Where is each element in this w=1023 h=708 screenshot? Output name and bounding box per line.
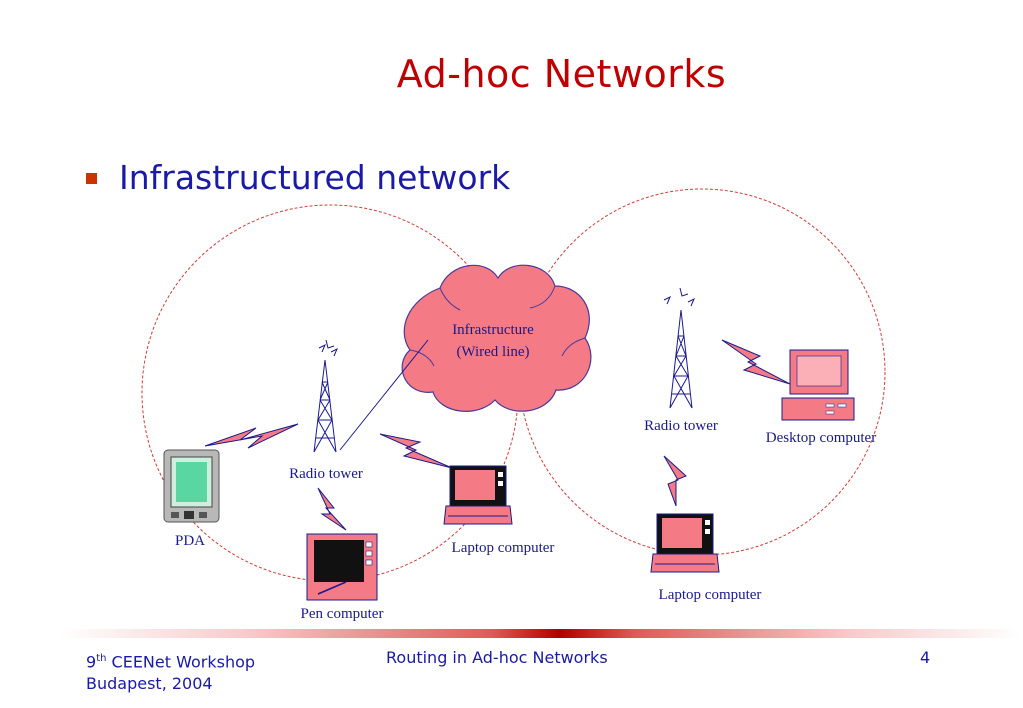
wired-connection-line — [339, 339, 429, 451]
pda-label: PDA — [175, 533, 205, 549]
slide-title: Ad-hoc Networks — [396, 52, 727, 96]
bullet-text: Infrastructured network — [119, 158, 511, 197]
bullet-item: Infrastructured network — [86, 158, 510, 197]
laptop-left-label: Laptop computer — [452, 540, 555, 556]
laptop-right-label: Laptop computer — [659, 587, 762, 603]
footer-left: 9th CEENet Workshop Budapest, 2004 — [86, 648, 255, 695]
radio-tower-left-label: Radio tower — [289, 466, 363, 482]
footer-divider — [60, 629, 1020, 638]
radio-tower-left-icon — [313, 339, 338, 453]
desktop-computer-label: Desktop computer — [766, 430, 876, 446]
desktop-computer-icon — [781, 349, 855, 421]
cloud-label-line2: (Wired line) — [456, 344, 529, 360]
radio-tower-right-icon — [663, 287, 695, 409]
page-number: 4 — [920, 648, 931, 667]
square-bullet-icon — [86, 173, 97, 184]
pen-computer-label: Pen computer — [301, 606, 384, 622]
laptop-right-icon — [650, 513, 720, 573]
laptop-left-icon — [443, 465, 513, 525]
footer-title: Routing in Ad-hoc Networks — [386, 648, 608, 667]
infrastructure-cloud-icon — [401, 264, 592, 412]
pda-icon — [163, 449, 220, 523]
footer-location: Budapest, 2004 — [86, 674, 213, 694]
cloud-label-line1: Infrastructure — [452, 322, 534, 338]
footer-workshop: 9th CEENet Workshop — [86, 652, 256, 672]
pen-computer-icon — [306, 533, 378, 601]
radio-tower-right-label: Radio tower — [644, 418, 718, 434]
